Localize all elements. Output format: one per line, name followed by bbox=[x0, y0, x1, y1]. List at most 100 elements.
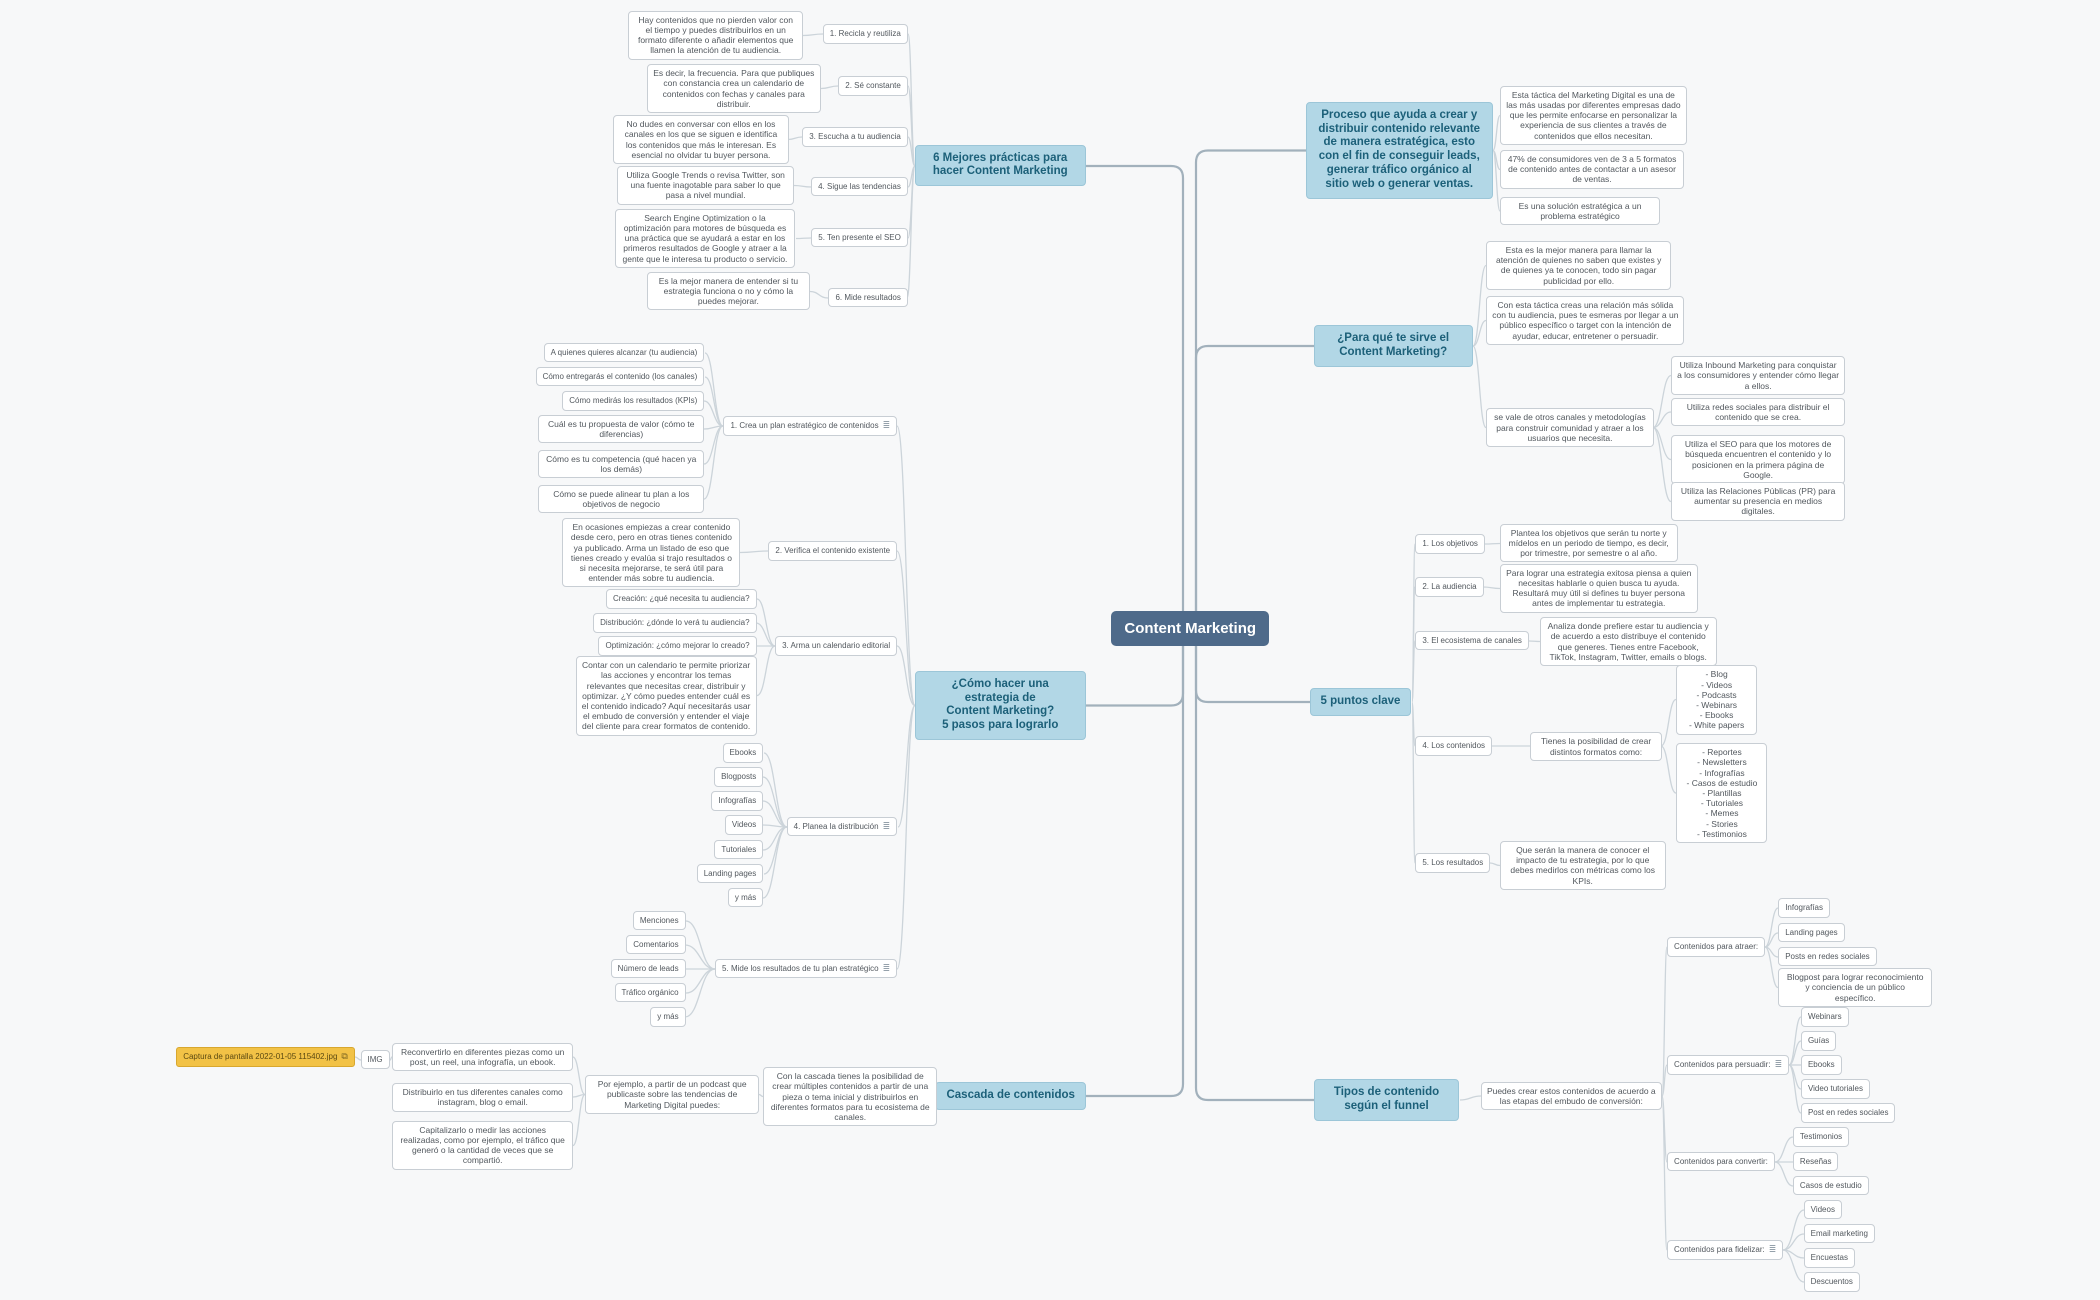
notes-icon[interactable]: ≣ bbox=[1768, 1243, 1777, 1254]
central-topic[interactable]: Content Marketing bbox=[1111, 610, 1270, 646]
map-node[interactable]: Testimonios bbox=[1792, 1127, 1850, 1148]
map-node[interactable]: Blogpost para lograr reconocimiento y co… bbox=[1778, 968, 1933, 1007]
map-node[interactable]: Search Engine Optimization o la optimiza… bbox=[614, 208, 796, 268]
map-node[interactable]: A quienes quieres alcanzar (tu audiencia… bbox=[543, 342, 705, 363]
map-node[interactable]: Contenidos para fidelizar:≣ bbox=[1667, 1239, 1784, 1260]
map-node[interactable]: Comentarios bbox=[626, 934, 686, 955]
map-node[interactable]: Para lograr una estrategia exitosa piens… bbox=[1499, 563, 1698, 613]
map-node[interactable]: - Blog - Videos - Podcasts - Webinars - … bbox=[1676, 665, 1757, 735]
notes-icon[interactable]: ≣ bbox=[882, 962, 891, 973]
map-node[interactable]: Esta táctica del Marketing Digital es un… bbox=[1499, 85, 1688, 145]
map-node[interactable]: Contenidos para atraer: bbox=[1667, 937, 1766, 957]
map-node[interactable]: Con la cascada tienes la posibilidad de … bbox=[763, 1067, 938, 1127]
map-node[interactable]: 47% de consumidores ven de 3 a 5 formato… bbox=[1499, 149, 1685, 189]
map-node[interactable]: Video tutoriales bbox=[1800, 1079, 1870, 1099]
map-node[interactable]: Contenidos para persuadir:≣ bbox=[1667, 1055, 1790, 1075]
map-node[interactable]: Utiliza Google Trends o revisa Twitter, … bbox=[617, 166, 794, 205]
topic-definition[interactable]: Proceso que ayuda a crear y distribuir c… bbox=[1305, 101, 1493, 199]
map-node[interactable]: Contar con un calendario te permite prio… bbox=[575, 656, 757, 736]
map-node[interactable]: 1. Los objetivos bbox=[1415, 534, 1485, 554]
map-node[interactable]: En ocasiones empiezas a crear contenido … bbox=[562, 518, 741, 588]
map-node[interactable]: 4. Los contenidos bbox=[1415, 736, 1493, 757]
map-node[interactable]: Videos bbox=[724, 815, 764, 836]
image-placeholder-node[interactable]: IMG bbox=[360, 1049, 390, 1070]
map-node[interactable]: Tutoriales bbox=[714, 839, 764, 860]
map-node[interactable]: Utiliza las Relaciones Públicas (PR) par… bbox=[1671, 482, 1846, 521]
map-node[interactable]: y más bbox=[727, 887, 764, 908]
map-node[interactable]: Optimización: ¿cómo mejorar lo creado? bbox=[598, 636, 757, 656]
map-node[interactable]: Es decir, la frecuencia. Para que publiq… bbox=[646, 64, 821, 114]
map-node[interactable]: Landing pages bbox=[696, 863, 764, 884]
map-node[interactable]: 6. Mide resultados bbox=[828, 287, 908, 308]
map-node[interactable]: - Reportes - Newsletters - Infografías -… bbox=[1676, 743, 1768, 843]
map-node[interactable]: Plantea los objetivos que serán tu norte… bbox=[1499, 523, 1678, 563]
map-node[interactable]: Utiliza redes sociales para distribuir e… bbox=[1671, 397, 1846, 427]
topic-best-practices[interactable]: 6 Mejores prácticas para hacer Content M… bbox=[914, 144, 1086, 187]
map-node[interactable]: Ebooks bbox=[1800, 1055, 1842, 1075]
map-node[interactable]: Blogposts bbox=[714, 767, 764, 787]
map-node[interactable]: Post en redes sociales bbox=[1800, 1103, 1896, 1123]
map-node[interactable]: Contenidos para convertir: bbox=[1667, 1151, 1775, 1172]
topic-purpose[interactable]: ¿Para qué te sirve el Content Marketing? bbox=[1313, 325, 1473, 367]
map-node[interactable]: Email marketing bbox=[1803, 1223, 1875, 1244]
map-node[interactable]: Cómo medirás los resultados (KPIs) bbox=[562, 390, 705, 411]
map-node[interactable]: 3. Escucha a tu audiencia bbox=[802, 127, 908, 147]
map-node[interactable]: Es la mejor manera de entender si tu est… bbox=[646, 271, 811, 311]
map-node[interactable]: Posts en redes sociales bbox=[1778, 946, 1877, 967]
image-attachment-node[interactable]: Captura de pantalla 2022-01-05 115402.jp… bbox=[176, 1047, 355, 1067]
map-node[interactable]: 3. Arma un calendario editorial bbox=[775, 636, 898, 656]
map-node[interactable]: Utiliza el SEO para que los motores de b… bbox=[1671, 435, 1846, 484]
map-node[interactable]: Webinars bbox=[1800, 1006, 1849, 1027]
map-node[interactable]: 4. Planea la distribución≣ bbox=[786, 816, 898, 837]
map-node[interactable]: Capitalizarlo o medir las acciones reali… bbox=[392, 1120, 574, 1170]
link-icon[interactable]: ⧉ bbox=[341, 1051, 348, 1062]
map-node[interactable]: Casos de estudio bbox=[1792, 1175, 1869, 1196]
topic-key-points[interactable]: 5 puntos clave bbox=[1309, 688, 1412, 717]
map-node[interactable]: Puedes crear estos contenidos de acuerdo… bbox=[1480, 1081, 1662, 1111]
map-node[interactable]: Con esta táctica creas una relación más … bbox=[1486, 295, 1685, 345]
map-node[interactable]: Ebooks bbox=[722, 743, 764, 763]
notes-icon[interactable]: ≣ bbox=[882, 420, 891, 431]
map-node[interactable]: Videos bbox=[1803, 1199, 1842, 1220]
map-node[interactable]: 4. Sigue las tendencias bbox=[811, 176, 908, 197]
map-node[interactable]: Guías bbox=[1800, 1031, 1837, 1051]
map-node[interactable]: Infografías bbox=[711, 791, 764, 811]
map-node[interactable]: Analiza donde prefiere estar tu audienci… bbox=[1539, 617, 1717, 667]
map-node[interactable]: 1. Crea un plan estratégico de contenido… bbox=[723, 416, 898, 437]
map-node[interactable]: se vale de otros canales y metodologías … bbox=[1486, 408, 1654, 447]
map-node[interactable]: Encuestas bbox=[1803, 1247, 1855, 1268]
notes-icon[interactable]: ≣ bbox=[882, 820, 891, 831]
map-node[interactable]: Esta es la mejor manera para llamar la a… bbox=[1486, 241, 1672, 290]
map-node[interactable]: 2. La audiencia bbox=[1415, 577, 1484, 597]
map-node[interactable]: Utiliza Inbound Marketing para conquista… bbox=[1671, 356, 1846, 395]
map-node[interactable]: 2. Sé constante bbox=[838, 76, 908, 96]
map-node[interactable]: Cómo entregarás el contenido (los canale… bbox=[535, 366, 705, 387]
map-node[interactable]: Creación: ¿qué necesita tu audiencia? bbox=[606, 589, 757, 609]
map-node[interactable]: Reconvertirlo en diferentes piezas como … bbox=[392, 1043, 574, 1072]
topic-content-cascade[interactable]: Cascada de contenidos bbox=[935, 1081, 1086, 1110]
map-node[interactable]: Tienes la posibilidad de crear distintos… bbox=[1530, 732, 1662, 761]
notes-icon[interactable]: ≣ bbox=[1774, 1059, 1783, 1070]
map-node[interactable]: y más bbox=[650, 1006, 686, 1027]
map-node[interactable]: Tráfico orgánico bbox=[614, 982, 686, 1003]
map-node[interactable]: Descuentos bbox=[1803, 1272, 1860, 1292]
map-node[interactable]: 2. Verifica el contenido existente bbox=[768, 540, 898, 561]
map-node[interactable]: Cómo se puede alinear tu plan a los obje… bbox=[538, 484, 705, 514]
map-node[interactable]: Hay contenidos que no pierden valor con … bbox=[627, 10, 804, 60]
map-node[interactable]: Número de leads bbox=[610, 958, 686, 979]
map-node[interactable]: Distribución: ¿dónde lo verá tu audienci… bbox=[593, 613, 757, 633]
map-node[interactable]: Reseñas bbox=[1792, 1151, 1839, 1172]
map-node[interactable]: Cuál es tu propuesta de valor (cómo te d… bbox=[538, 415, 705, 444]
topic-strategy-steps[interactable]: ¿Cómo hacer una estrategia de Content Ma… bbox=[914, 670, 1086, 741]
map-node[interactable]: Menciones bbox=[632, 910, 686, 931]
map-node[interactable]: Es una solución estratégica a un problem… bbox=[1499, 196, 1661, 226]
map-node[interactable]: Landing pages bbox=[1778, 922, 1845, 943]
map-node[interactable]: 1. Recicla y reutiliza bbox=[822, 24, 908, 44]
map-node[interactable]: 5. Ten presente el SEO bbox=[811, 227, 908, 248]
map-node[interactable]: 3. El ecosistema de canales bbox=[1415, 630, 1529, 651]
map-node[interactable]: Que serán la manera de conocer el impact… bbox=[1499, 840, 1666, 890]
map-node[interactable]: Cómo es tu competencia (qué hacen ya los… bbox=[538, 449, 705, 479]
map-node[interactable]: Infografías bbox=[1778, 898, 1830, 919]
map-node[interactable]: Por ejemplo, a partir de un podcast que … bbox=[585, 1075, 760, 1114]
